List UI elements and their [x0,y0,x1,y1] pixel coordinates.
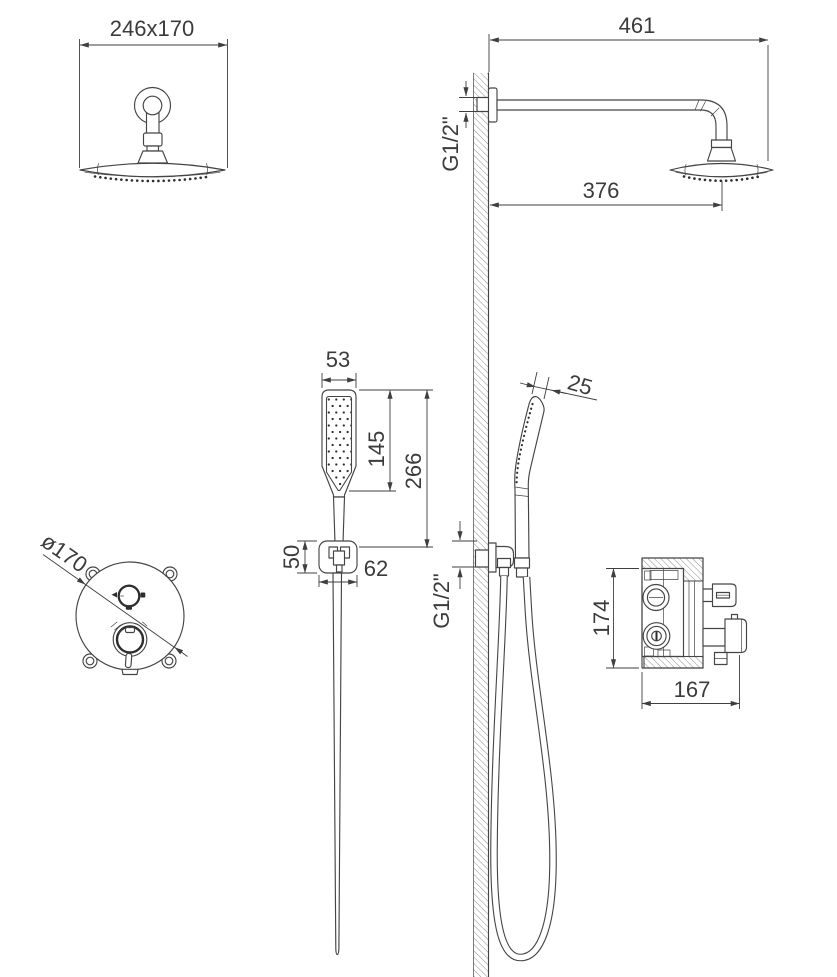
temperature-stem-side [702,613,748,666]
dim-bracket-height: 50 [279,540,317,574]
dim-label-bracket-width: 62 [364,556,388,581]
wall-mount-escutcheon [133,86,172,135]
shower-head-front [79,162,226,183]
mixer-valve-front-view: ø170 [37,528,188,676]
inlet-port-bottom [642,622,671,650]
dim-bracket-width: 62 [318,556,388,587]
outlet-wall-thread [474,549,491,568]
dim-label-hand-length: 266 [401,453,426,490]
mode-icon-left [111,592,117,598]
hand-shower-side-body [514,395,545,559]
hose-front [332,572,343,956]
hand-shower-front-view: 53 145 266 50 62 [279,347,433,956]
diverter-stem-side [702,583,737,608]
dim-label-hand-face: 145 [364,431,389,468]
shower-arm [496,99,737,162]
nozzle-row [682,175,761,182]
dim-valve-width: 167 [641,655,740,709]
mixer-valve-side-view: 174 167 [589,557,748,709]
dim-hand-width: 53 [321,347,357,388]
mounting-screws [82,566,178,669]
dim-label-hand-depth: 25 [565,369,595,400]
dim-hand-length: 266 [359,389,433,549]
dim-label-arm-thread: G1/2" [438,116,463,172]
plate-bottom-tab [121,668,139,676]
inlet-port-top [642,583,670,612]
diverter-knob [111,584,146,610]
dim-hand-depth: 25 [519,369,598,401]
dim-label-head-to-wall: 376 [583,178,620,203]
dim-label-overhead-head: 246x170 [110,16,194,41]
mode-icon-bottom [125,606,132,610]
arm-wall-thread [476,96,490,113]
dim-label-valve-width: 167 [674,677,711,702]
arm-flange [487,87,498,123]
overhead-shower-front-view: 246x170 [79,16,228,183]
handle [332,496,346,544]
dim-overhead-head: 246x170 [79,16,228,168]
dim-head-to-wall: 376 [489,178,723,211]
bracket-flange [487,542,497,573]
hand-shower-side-view: 25 G1/2" [429,369,598,962]
shower-arm-joint [137,132,169,164]
dim-arm-length: 461 [488,13,769,161]
wall-anchor-bottom [643,655,704,669]
dim-hand-face: 145 [349,389,433,492]
mode-icon-right [140,592,146,598]
overhead-shower-side-view: 461 G1/2" 376 [438,13,774,211]
dim-label-bracket-height: 50 [279,545,304,569]
dim-valve-height: 174 [589,568,639,669]
dim-label-outlet-thread: G1/2" [429,573,454,629]
wall-bracket-front [318,540,358,574]
hose-side-loop [490,575,557,962]
spray-face-dots [515,402,534,486]
dim-label-valve-height: 174 [589,600,614,637]
dim-outlet-thread: G1/2" [429,521,477,629]
dim-label-hand-width: 53 [326,347,350,372]
dim-label-arm-length: 461 [619,13,656,38]
wall-section [473,72,490,977]
dim-arm-thread: G1/2" [438,81,478,172]
shower-head-side [669,162,774,182]
dim-label-plate-diameter: ø170 [37,528,92,577]
hand-shower-body [321,389,357,544]
spray-face [325,395,353,492]
temperature-knob [110,621,148,669]
nozzle-row [93,175,212,183]
